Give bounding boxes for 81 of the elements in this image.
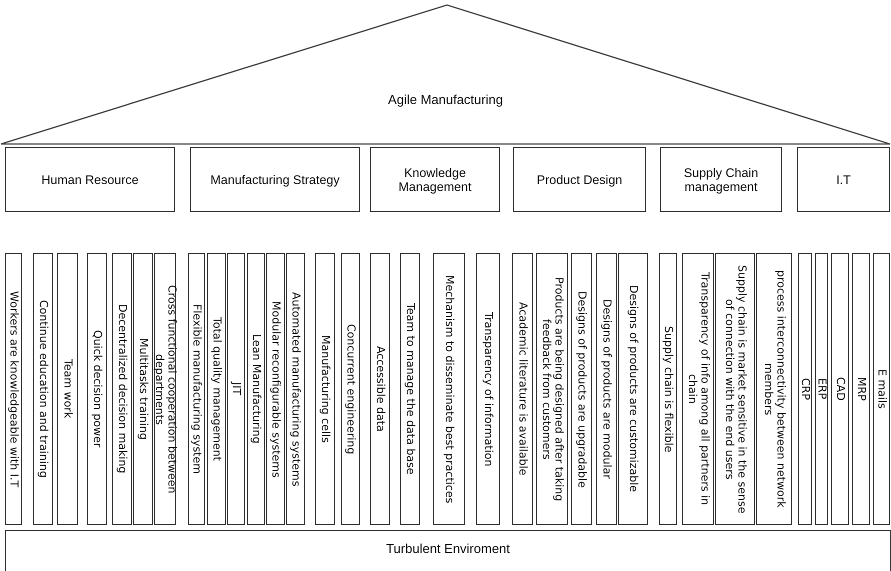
category-title: I.T xyxy=(836,172,851,186)
pillar-box xyxy=(227,253,245,525)
pillar-text: Flexible manufacturing system xyxy=(190,304,203,474)
pillar-text: MRP xyxy=(854,377,868,401)
pillar-box xyxy=(286,253,305,525)
pillar-box xyxy=(133,253,153,525)
pillar-text: Modular reconfigurable systems xyxy=(269,300,282,478)
pillar-text: Designs of products are customizable xyxy=(626,285,640,492)
category-box xyxy=(370,147,500,212)
pillar-text: Products are being designed after taking feedback from customers xyxy=(540,276,564,504)
pillar-box xyxy=(266,253,285,525)
pillar-text: JIT xyxy=(230,382,242,396)
pillar-box xyxy=(536,253,568,525)
category-box xyxy=(797,147,890,212)
category-title: Product Design xyxy=(536,172,622,186)
pillar-text: Manufacturing cells xyxy=(318,335,332,443)
pillar-text: Team to manage the data base xyxy=(404,303,416,475)
pillar-text: Continue education and training xyxy=(36,300,50,478)
pillar-box xyxy=(571,253,592,525)
pillar-box xyxy=(618,253,648,525)
pillar-box xyxy=(400,253,420,525)
pillar-text: Total quality management xyxy=(210,317,223,461)
pillar-text: Supply chain is flexible xyxy=(662,326,674,452)
pillar-text: Academic literature is available xyxy=(516,302,529,476)
category-title: Knowledge Management xyxy=(398,166,472,194)
pillar-box xyxy=(476,253,500,525)
category-box xyxy=(5,147,175,212)
pillar-box xyxy=(247,253,265,525)
pillar-box xyxy=(33,253,53,525)
pillar-text: Cross functional cooperation between departments xyxy=(152,284,178,496)
category-title: Manufacturing Strategy xyxy=(210,172,340,186)
pillar-text: Quick decision power xyxy=(90,330,104,448)
pillar-box xyxy=(852,253,870,525)
foundation-box xyxy=(5,530,891,571)
pillar-text: Multitasks training xyxy=(136,338,150,440)
roof-title: Agile Manufacturing xyxy=(387,92,504,107)
pillar-box xyxy=(315,253,335,525)
pillar-box xyxy=(87,253,107,525)
category-box xyxy=(513,147,646,212)
pillar-box xyxy=(112,253,132,525)
pillar-box xyxy=(596,253,617,525)
pillar-text: Transparency of information xyxy=(482,312,494,466)
pillar-box xyxy=(341,253,360,525)
pillar-box xyxy=(370,253,390,525)
pillar-text: CAD xyxy=(834,377,846,401)
pillar-text: Designs of products are modular xyxy=(600,299,613,479)
pillar-box xyxy=(207,253,226,525)
category-box xyxy=(660,147,782,212)
pillar-box xyxy=(831,253,849,525)
pillar-box xyxy=(5,253,22,525)
pillar-box xyxy=(715,253,755,525)
pillar-text: process interconnectivity between network members xyxy=(762,269,786,510)
pillar-text: Supply chain is market sensitive in the sense of connection with the end users xyxy=(722,264,748,516)
pillar-box xyxy=(873,253,890,525)
pillar-text: Team work xyxy=(61,359,74,419)
pillar-box xyxy=(433,253,465,525)
pillar-box xyxy=(188,253,205,525)
pillar-text: Accessible data xyxy=(374,346,386,432)
pillar-box xyxy=(154,253,176,525)
pillar-box xyxy=(756,253,792,525)
pillar-text: Lean Manufacturing xyxy=(250,334,262,444)
pillar-text: ERP xyxy=(815,378,828,400)
pillar-text: Workers are knowledgeable with I.T xyxy=(7,290,20,488)
pillar-box xyxy=(512,253,533,525)
pillar-text: E mails xyxy=(875,369,888,409)
pillar-text: Concurrent engineering xyxy=(344,324,357,454)
pillar-text: Mechanism to disseminate best practices xyxy=(442,274,456,504)
foundation-label: Turbulent Enviroment xyxy=(386,541,510,558)
pillar-box xyxy=(659,253,677,525)
pillar-box xyxy=(798,253,812,525)
category-box xyxy=(190,147,360,212)
pillar-box xyxy=(57,253,78,525)
pillar-text: Decentralized decision making xyxy=(116,304,128,474)
pillar-text: Transparency of info among all partners in chain xyxy=(686,271,710,508)
category-title: Supply Chain management xyxy=(682,166,760,194)
pillar-text: Designs of products are upgradable xyxy=(575,290,588,488)
category-title: Human Resource xyxy=(41,172,139,186)
pillar-box xyxy=(815,253,828,525)
pillar-text: Automated manufacturing systems xyxy=(289,292,302,486)
pillar-text: CRP xyxy=(798,378,812,400)
pillar-box xyxy=(682,253,714,525)
